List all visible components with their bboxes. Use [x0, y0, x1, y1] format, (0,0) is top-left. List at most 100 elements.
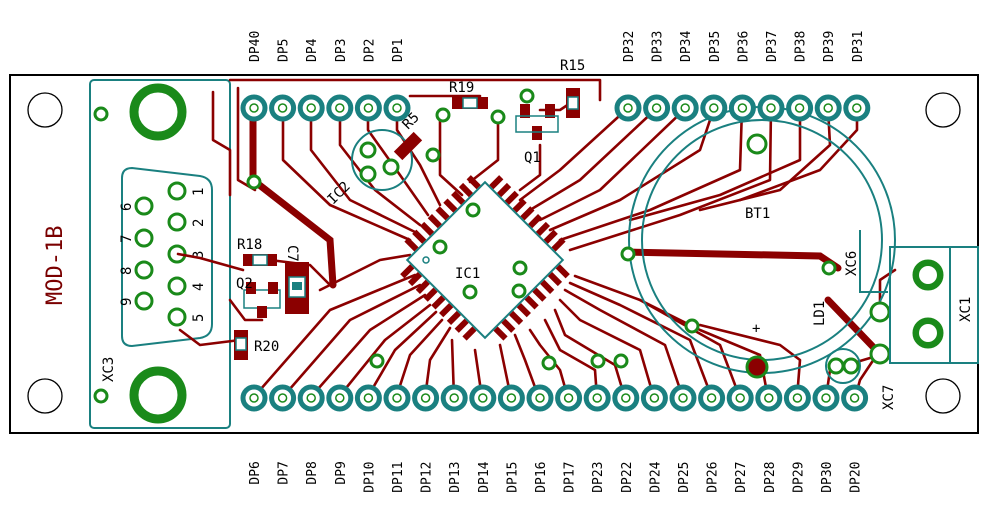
pad-drill: [249, 103, 259, 113]
db9-pin-label: 5: [191, 314, 207, 322]
pin-label-dp6: DP6: [248, 461, 263, 484]
header-pad: [269, 384, 297, 412]
pad-drill: [249, 393, 259, 403]
header-pad: [700, 94, 728, 122]
header-pad: [297, 384, 325, 412]
db9-pin-label: 6: [119, 203, 135, 211]
db9-pin-label: 1: [191, 188, 207, 196]
pad-drill: [792, 393, 803, 403]
db9-pin-label: 9: [119, 298, 135, 306]
pad-drill: [823, 103, 833, 113]
pin-label-dp32: DP32: [622, 31, 637, 62]
header-bottom: [240, 384, 869, 412]
header-pad: [786, 94, 814, 122]
pad-drill: [651, 103, 662, 113]
pin-label-dp28: DP28: [763, 461, 778, 492]
pin-label-dp29: DP29: [791, 461, 806, 492]
pin-label-dp16: DP16: [534, 461, 549, 492]
pad-drill: [535, 393, 545, 403]
r19-label: R19: [449, 80, 474, 96]
header-pad: [269, 94, 297, 122]
r18-label: R18: [237, 237, 262, 253]
header-pad: [583, 384, 611, 412]
header-pad: [612, 384, 640, 412]
pad-drill: [392, 103, 402, 113]
smd-parts-left: [234, 174, 629, 371]
pad-drill: [306, 103, 316, 113]
pad-drill: [420, 393, 431, 403]
xc3-label: XC3: [101, 357, 117, 382]
mounting-hole: [925, 378, 961, 414]
pin-label-dp17: DP17: [563, 461, 578, 492]
db9-pin-label: 4: [191, 283, 207, 291]
xc7-label: XC7: [881, 385, 897, 410]
pad-drill: [621, 393, 631, 403]
plus-label: +: [752, 321, 760, 337]
header-pad: [640, 384, 668, 412]
r20-label: R20: [254, 339, 279, 355]
pad-drill: [363, 103, 374, 113]
header-pad: [757, 94, 785, 122]
pad-drill: [449, 393, 459, 403]
pad-drill: [794, 103, 805, 113]
pin-label-dp23: DP23: [591, 461, 606, 492]
pad-drill: [335, 103, 345, 113]
header-pad: [497, 384, 525, 412]
r15-label: R15: [560, 58, 585, 74]
header-pad: [526, 384, 554, 412]
pin-label-dp1: DP1: [391, 39, 406, 62]
pin-label-dp8: DP8: [305, 461, 320, 484]
pin-label-dp13: DP13: [448, 461, 463, 492]
pin-label-dp38: DP38: [794, 31, 809, 62]
pad-drill: [563, 393, 574, 403]
pad-drill: [623, 103, 633, 113]
ic1-label: IC1: [455, 266, 480, 282]
header-pad: [469, 384, 497, 412]
header-pad: [812, 384, 840, 412]
pad-drill: [506, 393, 517, 403]
header-pad: [555, 384, 583, 412]
header-pad: [326, 384, 354, 412]
ld1-label: LD1: [812, 301, 828, 326]
header-pad: [726, 384, 754, 412]
pad-drill: [277, 393, 288, 403]
pad-drill: [392, 393, 402, 403]
pin-label-dp31: DP31: [851, 31, 866, 62]
pin-label-dp40: DP40: [248, 31, 263, 62]
pin-label-dp9: DP9: [334, 461, 349, 484]
pin-label-dp27: DP27: [734, 461, 749, 492]
db9-connector: [89, 79, 231, 429]
header-pad: [843, 94, 871, 122]
header-top-left: [240, 94, 411, 122]
ic1-chip: [400, 175, 570, 341]
mounting-hole: [27, 378, 63, 414]
pin-label-dp20: DP20: [849, 461, 864, 492]
pad-drill: [706, 393, 717, 403]
db9-pin-label: 8: [119, 267, 135, 275]
header-pad: [240, 384, 268, 412]
smd-parts-top: [435, 88, 580, 140]
pad-drill: [649, 393, 660, 403]
pin-label-dp36: DP36: [736, 31, 751, 62]
header-pad: [783, 384, 811, 412]
pin-label-dp22: DP22: [620, 461, 635, 492]
header-pad: [755, 384, 783, 412]
header-pad: [297, 94, 325, 122]
pin-label-dp3: DP3: [334, 39, 349, 62]
db9-pin-label: 2: [191, 219, 207, 227]
pad-drill: [821, 393, 831, 403]
pin-label-dp35: DP35: [708, 31, 723, 62]
mounting-hole: [925, 92, 961, 128]
pin-label-dp39: DP39: [822, 31, 837, 62]
c7-label: C7: [284, 245, 300, 262]
q2-label: Q2: [236, 276, 253, 292]
header-pad: [698, 384, 726, 412]
pad-drill: [766, 103, 776, 113]
header-pad: [412, 384, 440, 412]
pad-drill: [277, 103, 288, 113]
header-pad: [383, 94, 411, 122]
xc6-label: XC6: [844, 251, 860, 276]
